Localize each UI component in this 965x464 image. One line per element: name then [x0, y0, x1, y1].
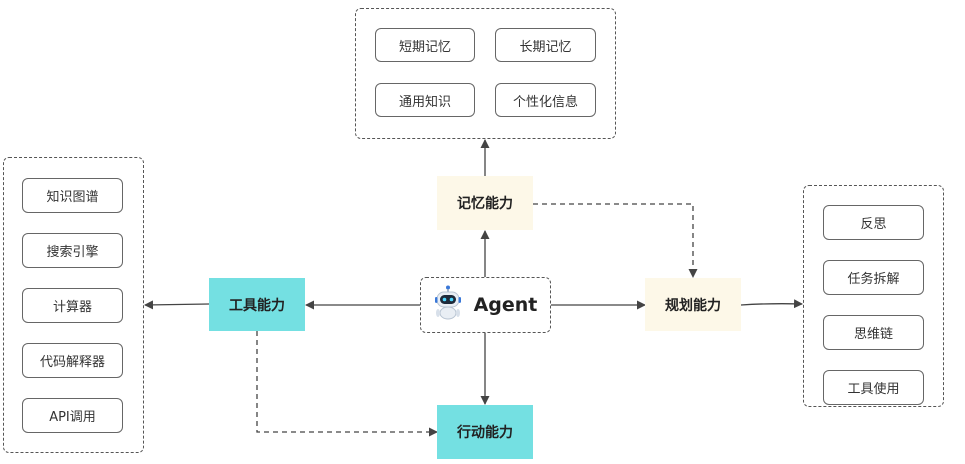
tool-to-action-dashed-arrow	[256, 331, 438, 437]
tool-item-calculator: 计算器	[22, 288, 123, 323]
tool-item-knowledge-graph: 知识图谱	[22, 178, 123, 213]
plan-capability: 规划能力	[645, 278, 741, 331]
agent-label: Agent	[473, 294, 538, 316]
memory-item-long-term: 长期记忆	[495, 28, 596, 62]
robot-icon	[434, 285, 462, 325]
memory-capability: 记忆能力	[437, 176, 533, 230]
memory-to-plan-dashed-arrow	[533, 203, 698, 278]
plan-item-task-decomposition: 任务拆解	[823, 260, 924, 295]
plan-to-group-arrow	[740, 299, 803, 309]
tool-item-api-call: API调用	[22, 398, 123, 433]
tool-to-group-arrow	[144, 300, 210, 310]
plan-group: 反思 任务拆解 思维链 工具使用	[803, 185, 944, 407]
memory-item-personal-info: 个性化信息	[495, 83, 596, 117]
tool-item-code-interpreter: 代码解释器	[22, 343, 123, 378]
memory-item-general-knowledge: 通用知识	[375, 83, 475, 117]
tool-capability: 工具能力	[209, 278, 305, 331]
memory-item-short-term: 短期记忆	[375, 28, 475, 62]
tool-group: 知识图谱 搜索引擎 计算器 代码解释器 API调用	[3, 157, 144, 453]
plan-item-reflection: 反思	[823, 205, 924, 240]
plan-item-chain-of-thought: 思维链	[823, 315, 924, 350]
plan-item-tool-use: 工具使用	[823, 370, 924, 405]
agent-node: Agent	[420, 277, 551, 333]
memory-group: 短期记忆 长期记忆 通用知识 个性化信息	[355, 8, 616, 139]
action-capability: 行动能力	[437, 405, 533, 459]
tool-item-search-engine: 搜索引擎	[22, 233, 123, 268]
